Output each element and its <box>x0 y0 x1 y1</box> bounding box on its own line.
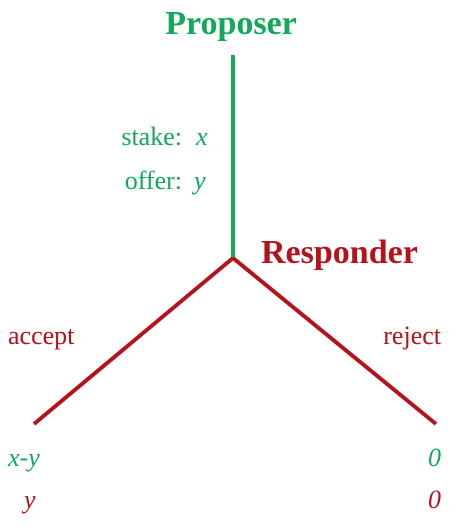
stake-label: stake: <box>121 122 182 151</box>
responder-title: Responder <box>261 234 418 271</box>
reject-label: reject <box>383 321 442 350</box>
offer-variable: y <box>191 166 206 195</box>
accept-label: accept <box>8 321 75 350</box>
proposer-title: Proposer <box>165 5 297 42</box>
offer-label: offer: <box>125 166 182 195</box>
reject-proposer-payoff: 0 <box>428 443 441 472</box>
accept-responder-payoff: y <box>21 485 36 514</box>
stake-variable: x <box>195 122 208 151</box>
accept-proposer-payoff: x-y <box>7 443 40 472</box>
reject-edge <box>231 256 438 426</box>
accept-edge <box>32 256 235 426</box>
reject-responder-payoff: 0 <box>428 485 441 514</box>
